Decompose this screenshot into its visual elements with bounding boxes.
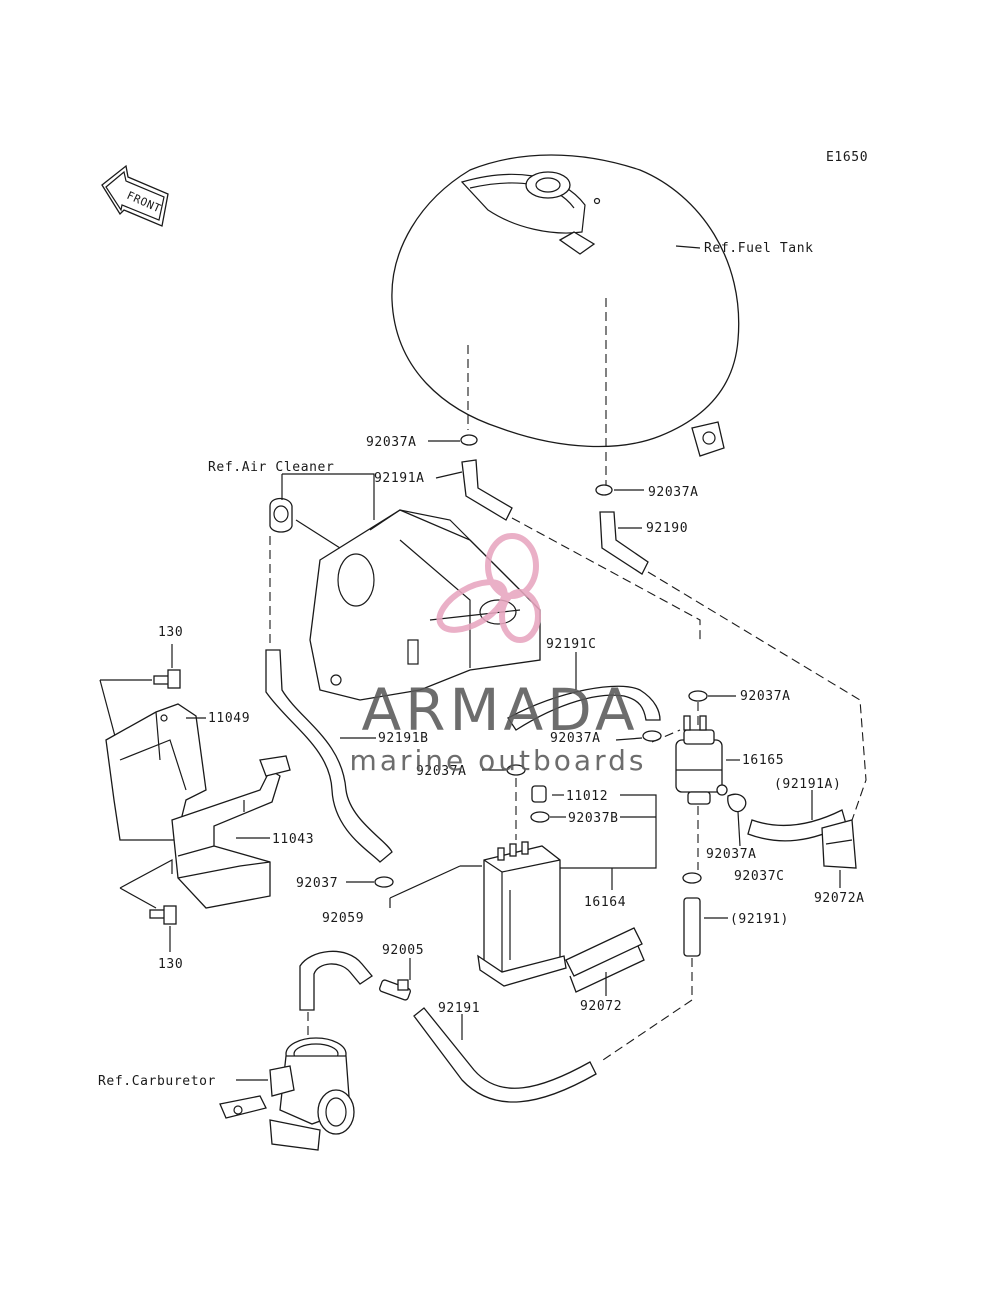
clamp-92037A-left [460,434,478,446]
label-130-top: 130 [158,625,183,640]
hose-92191C [507,685,661,731]
bolt-130-bottom [149,905,177,925]
label-92072: 92072 [580,999,622,1014]
label-92037A-mid: 92037A [550,731,601,746]
fuel-tank [391,154,740,457]
bracket-11043 [171,755,291,909]
ref-fuel-tank-label: Ref.Fuel Tank [704,241,814,256]
clamp-92037A-right [595,484,613,496]
label-92191A: 92191A [374,471,425,486]
hose-92191-alt [683,897,701,957]
strap-92072 [565,927,645,993]
clamp-92037A-canister [506,764,526,776]
watermark-tagline: marine outboards [350,744,647,777]
strap-92072A [821,819,857,869]
label-92037A-filter-top: 92037A [740,689,791,704]
label-16165: 16165 [742,753,784,768]
label-92191-paren: (92191) [730,912,789,927]
cap-11012 [531,785,547,803]
hose-lower-elbow [299,950,373,1011]
fuel-filter-16165 [675,715,728,805]
label-92191A-paren: (92191A) [774,777,841,792]
label-92037A-tank-right: 92037A [648,485,699,500]
label-92037A-filter-side: 92037A [706,847,757,862]
hose-92191A [461,459,513,521]
clamp-92037A-filter-bottom [682,872,702,884]
label-92059: 92059 [322,911,364,926]
ref-air-cleaner-label: Ref.Air Cleaner [208,460,334,475]
air-cleaner [269,497,541,701]
hose-92191 [413,1007,597,1103]
label-130-bottom: 130 [158,957,183,972]
label-11012: 11012 [566,789,608,804]
label-11049: 11049 [208,711,250,726]
label-92037A-canister: 92037A [416,764,467,779]
label-92191: 92191 [438,1001,480,1016]
ref-carburetor-label: Ref.Carburetor [98,1074,216,1089]
diagram-code: E1650 [826,150,868,165]
label-11043: 11043 [272,832,314,847]
fitting-92005 [379,979,411,1001]
hose-92190 [599,511,649,575]
label-92037B: 92037B [568,811,619,826]
clamp-92037A-mid [642,730,662,742]
carburetor [219,1037,355,1151]
label-92191B: 92191B [378,731,429,746]
label-92005: 92005 [382,943,424,958]
label-92072A: 92072A [814,891,865,906]
label-16164: 16164 [584,895,626,910]
clamp-92037C [727,793,747,813]
label-92037: 92037 [296,876,338,891]
hose-92191B [265,649,393,863]
cover-11049 [105,703,207,841]
label-92190: 92190 [646,521,688,536]
front-arrow-icon: FRONT [101,164,169,227]
armada-watermark: ARMADA marine outboards [350,533,647,777]
watermark-brand: ARMADA [361,676,638,744]
clamp-92037 [374,876,394,888]
bolt-130-top [153,669,181,689]
label-92037C: 92037C [734,869,785,884]
clamp-92037B [530,811,550,823]
canister-16164 [477,841,567,987]
label-92037A-tank-left: 92037A [366,435,417,450]
armada-logo-icon [436,533,541,643]
label-92191C: 92191C [546,637,597,652]
clamp-92037A-filter-top [688,690,708,702]
